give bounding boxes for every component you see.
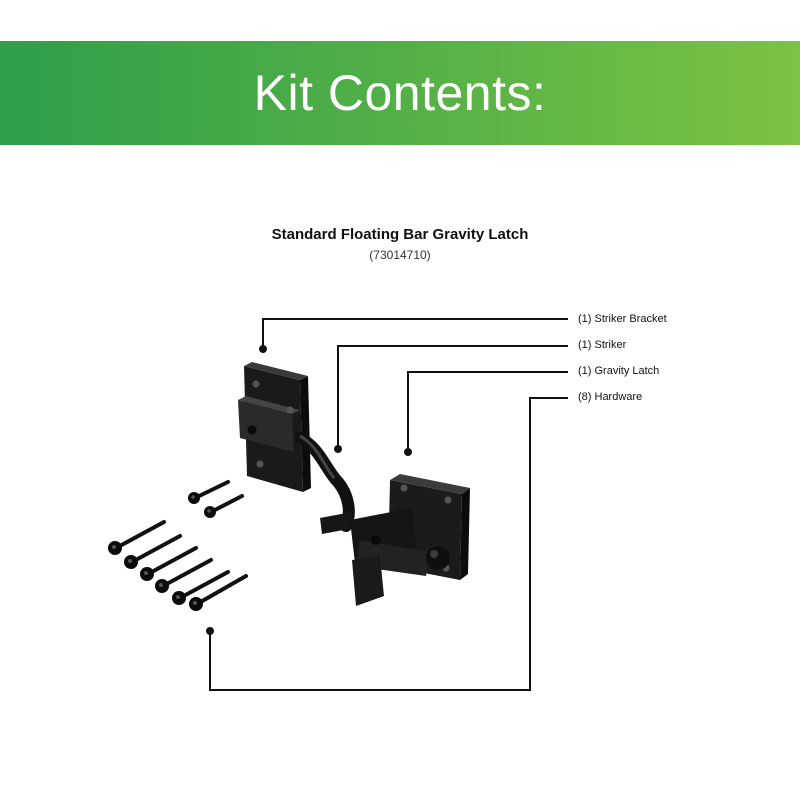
striker-image (294, 432, 355, 534)
leader-hardware (209, 397, 568, 691)
callout-striker-bracket: (1) Striker Bracket (578, 313, 667, 325)
leader-lines (209, 318, 568, 691)
striker-bracket-image (238, 362, 311, 492)
leader-dots (206, 345, 412, 635)
leader-gravity-latch (407, 371, 568, 451)
hardware-screws-image (108, 480, 248, 611)
leader-striker-bracket (262, 318, 568, 348)
callout-gravity-latch: (1) Gravity Latch (578, 365, 660, 377)
product-name: Standard Floating Bar Gravity Latch (271, 226, 529, 243)
gravity-latch-image (350, 474, 470, 606)
kit-contents-banner: Kit Contents: (0, 41, 800, 145)
product-sku: (73014710) (369, 248, 431, 262)
leader-striker (337, 345, 568, 447)
callout-hardware: (8) Hardware (578, 391, 643, 403)
callout-striker: (1) Striker (578, 339, 627, 351)
banner-heading: Kit Contents: (253, 65, 547, 121)
